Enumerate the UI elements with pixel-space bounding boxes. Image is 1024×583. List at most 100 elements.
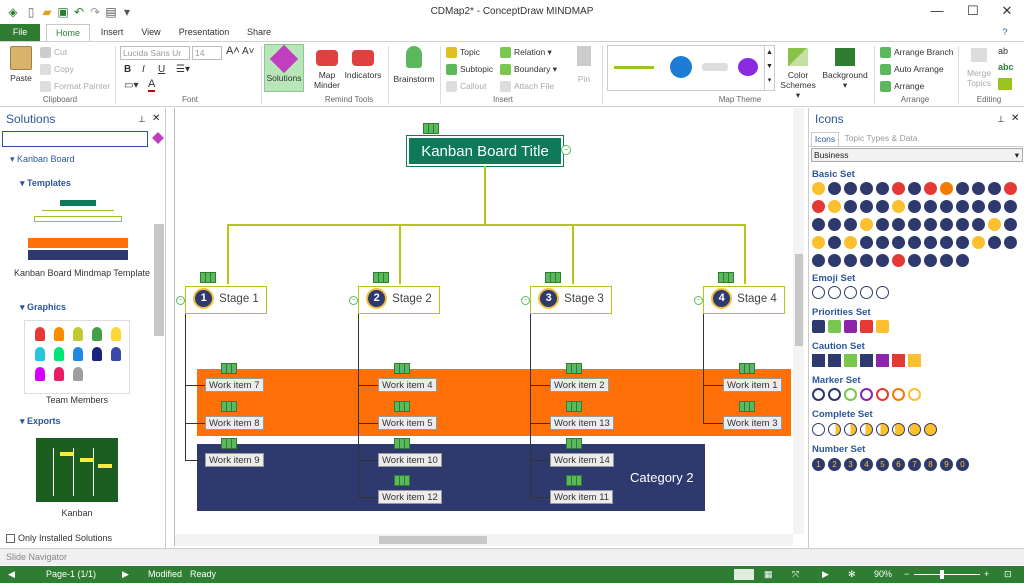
tab-file[interactable]: File: [0, 24, 40, 41]
indicators-button[interactable]: Indicators: [342, 46, 384, 80]
work-item[interactable]: Work item 2: [550, 378, 609, 392]
theme-thumbnail-1[interactable]: [614, 66, 654, 69]
horizontal-scrollbar[interactable]: [175, 534, 793, 546]
tab-home[interactable]: Home: [46, 24, 90, 41]
prev-page-icon[interactable]: ◀: [8, 569, 15, 579]
help-icon[interactable]: ?: [1002, 27, 1008, 37]
attach-file-button[interactable]: Attach File: [500, 81, 554, 93]
copy-button[interactable]: Copy: [40, 64, 74, 76]
paste-button[interactable]: Paste: [6, 46, 36, 83]
underline-button[interactable]: U: [158, 64, 166, 75]
collapse-icon[interactable]: −: [176, 296, 185, 305]
merge-topics-button[interactable]: Merge Topics: [962, 46, 996, 88]
align-button[interactable]: ☰▾: [176, 64, 190, 75]
tab-icons[interactable]: Icons: [811, 132, 839, 146]
work-item[interactable]: Work item 12: [378, 490, 442, 504]
spelling-icon[interactable]: abc: [998, 62, 1014, 72]
font-size-select[interactable]: 14: [192, 46, 222, 60]
subtopic-button[interactable]: Subtopic: [446, 64, 493, 76]
arrange-button[interactable]: Arrange: [880, 81, 924, 93]
color-schemes-button[interactable]: Color Schemes ▾: [778, 46, 818, 100]
redo-icon[interactable]: ↷: [89, 5, 101, 19]
undo-icon[interactable]: ↶: [73, 5, 85, 19]
zoom-out-icon[interactable]: −: [904, 569, 910, 579]
callout-button[interactable]: Callout: [446, 81, 486, 93]
new-doc-icon[interactable]: ▯: [27, 5, 35, 19]
work-item[interactable]: Work item 10: [378, 453, 442, 467]
find-icon[interactable]: ab: [998, 46, 1009, 56]
theme-thumbnail-2[interactable]: [670, 56, 692, 78]
topic-button[interactable]: Topic: [446, 47, 480, 59]
work-item[interactable]: Work item 1: [723, 378, 782, 392]
work-item[interactable]: Work item 4: [378, 378, 437, 392]
work-item[interactable]: Work item 11: [550, 490, 614, 504]
tab-share[interactable]: Share: [246, 27, 272, 37]
only-installed-checkbox[interactable]: Only Installed Solutions: [6, 533, 112, 544]
kanban-thumbnail[interactable]: [36, 438, 118, 502]
minimize-icon[interactable]: —: [930, 3, 944, 18]
play-icon[interactable]: ▶: [822, 569, 829, 579]
close-icon[interactable]: ✕: [1001, 3, 1013, 18]
work-item[interactable]: Work item 9: [205, 453, 264, 467]
work-item[interactable]: Work item 3: [723, 416, 782, 430]
tree-templates[interactable]: ▾ Templates: [20, 178, 71, 188]
open-folder-icon[interactable]: ▰: [42, 5, 52, 19]
select-icon[interactable]: [998, 78, 1012, 90]
grow-font-button[interactable]: A˄: [226, 45, 240, 57]
fit-icon[interactable]: ⤧: [792, 569, 800, 579]
tab-presentation[interactable]: Presentation: [178, 27, 230, 37]
slide-navigator-bar[interactable]: Slide Navigator: [0, 548, 1024, 565]
collapse-icon[interactable]: −: [694, 296, 703, 305]
work-item[interactable]: Work item 5: [378, 416, 437, 430]
boundary-button[interactable]: Boundary ▾: [500, 64, 557, 76]
tab-insert[interactable]: Insert: [100, 27, 124, 37]
font-color-button[interactable]: A: [148, 78, 156, 92]
gallery-scroll[interactable]: ▲▼▾: [764, 46, 774, 90]
cut-button[interactable]: Cut: [40, 47, 67, 59]
tab-view[interactable]: View: [141, 27, 161, 37]
work-item[interactable]: Work item 7: [205, 378, 264, 392]
close-panel-icon[interactable]: ✕: [152, 113, 161, 124]
collapse-icon[interactable]: −: [561, 145, 571, 155]
tree-exports[interactable]: ▾ Exports: [20, 416, 61, 426]
map-theme-gallery[interactable]: ▲▼▾: [607, 45, 775, 91]
work-item[interactable]: Work item 8: [205, 416, 264, 430]
print-icon[interactable]: ▤: [105, 5, 117, 19]
work-item[interactable]: Work item 14: [550, 453, 614, 467]
vertical-scrollbar[interactable]: [793, 108, 804, 534]
tree-kanban-board[interactable]: ▾ Kanban Board: [10, 154, 75, 164]
font-family-select[interactable]: Lucida Sans Ur: [120, 46, 190, 60]
shrink-font-button[interactable]: A˅: [242, 46, 255, 57]
brainstorm-button[interactable]: Brainstorm: [391, 46, 437, 84]
zoom-fit-icon[interactable]: ⊡: [1004, 569, 1012, 579]
solutions-search-input[interactable]: [2, 131, 148, 147]
collapse-icon[interactable]: −: [521, 296, 530, 305]
relation-button[interactable]: Relation ▾: [500, 47, 552, 59]
font-style-button[interactable]: ▭▾: [124, 80, 139, 91]
format-painter-button[interactable]: Format Painter: [40, 81, 110, 93]
customize-icon[interactable]: ▾: [123, 5, 131, 19]
save-icon[interactable]: ▣: [57, 5, 69, 19]
tab-topic-types[interactable]: Topic Types & Data: [844, 133, 918, 143]
maximize-icon[interactable]: ☐: [967, 3, 979, 18]
background-button[interactable]: Background▾: [820, 46, 870, 90]
map-minder-button[interactable]: Map Minder: [308, 46, 346, 90]
tree-graphics[interactable]: ▾ Graphics: [20, 302, 67, 312]
solutions-button[interactable]: Solutions: [264, 44, 304, 92]
view-mode-icon[interactable]: [734, 569, 754, 580]
bold-button[interactable]: B: [124, 64, 132, 75]
template-thumbnail[interactable]: [28, 198, 128, 264]
icon-category-select[interactable]: Business▾: [811, 148, 1023, 162]
team-members-thumbnail[interactable]: [24, 320, 130, 394]
solutions-scrollbar[interactable]: [154, 224, 164, 336]
pin-button[interactable]: Pin: [570, 46, 598, 84]
collapse-icon[interactable]: −: [349, 296, 358, 305]
zoom-in-icon[interactable]: +: [984, 569, 990, 579]
main-topic[interactable]: Kanban Board Title: [406, 135, 564, 167]
theme-thumbnail-3[interactable]: [702, 63, 728, 71]
